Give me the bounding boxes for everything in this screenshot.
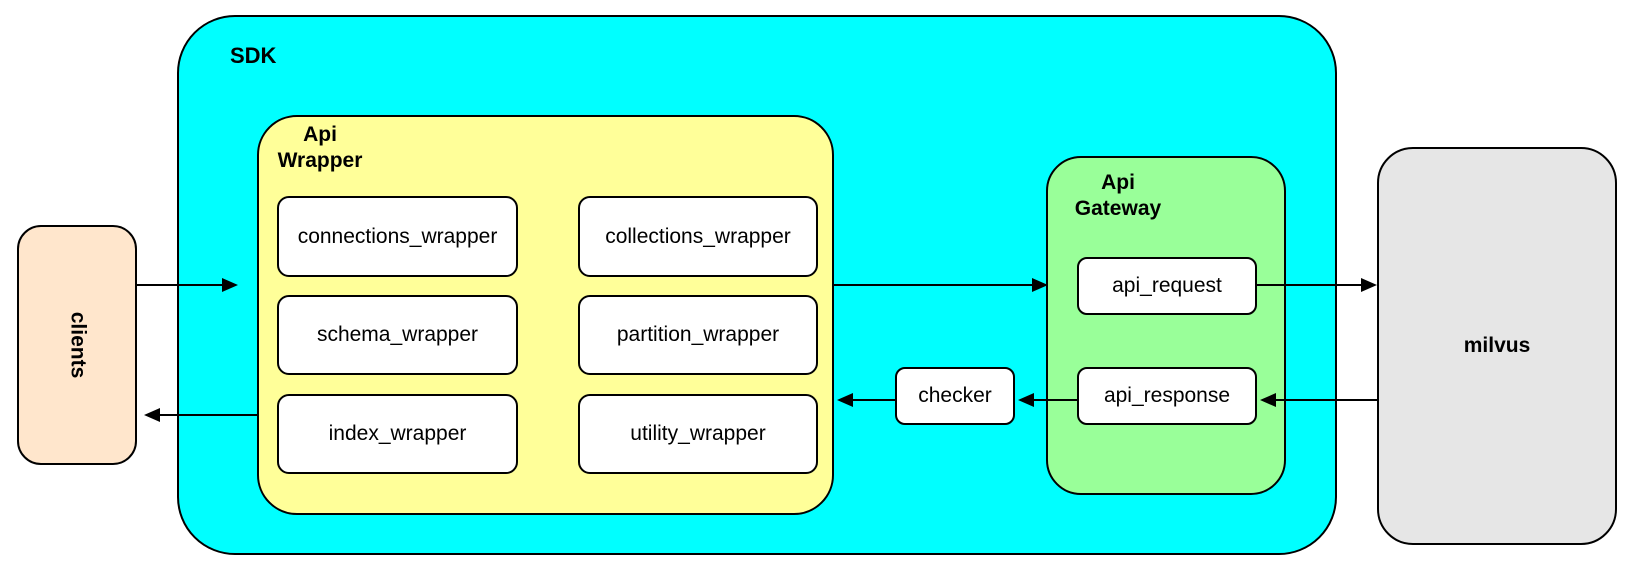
arrow-wrapper-to-gateway-line [834,284,1032,286]
api-wrapper-label-line1: Api [303,123,337,146]
arrow-milvus-to-response-line [1276,399,1377,401]
arrow-milvus-to-response-head-icon [1260,393,1276,407]
checker-node: checker [895,367,1015,425]
api-response-node: api_response [1077,367,1257,425]
milvus-label: milvus [1463,334,1531,357]
partition-wrapper-node: partition_wrapper [578,295,818,375]
arrow-wrapper-to-clients-head-icon [144,408,160,422]
api-gateway-label-line1: Api [1101,171,1135,194]
index-wrapper-node: index_wrapper [277,394,518,474]
api-request-node: api_request [1077,257,1257,315]
api-gateway-label-line2: Gateway [1074,197,1162,221]
api-wrapper-label-line2: Wrapper [277,149,363,173]
arrow-request-to-milvus-head-icon [1361,278,1377,292]
schema-wrapper-node: schema_wrapper [277,295,518,375]
arrow-request-to-milvus-line [1257,284,1363,286]
arrow-checker-to-wrapper-head-icon [837,393,853,407]
collections-wrapper-node: collections_wrapper [578,196,818,277]
arrow-clients-to-sdk-head-icon [222,278,238,292]
arrow-response-to-checker-head-icon [1018,393,1034,407]
arrow-wrapper-to-clients-line [160,414,257,416]
milvus-node: milvus [1377,147,1617,545]
sdk-label: SDK [230,43,277,68]
utility-wrapper-node: utility_wrapper [578,394,818,474]
api-wrapper-label: Api Wrapper [270,122,370,175]
api-gateway-label: Api Gateway [1070,170,1166,223]
arrow-clients-to-sdk-line [136,284,222,286]
arrow-wrapper-to-gateway-head-icon [1032,278,1048,292]
clients-node: clients [17,225,137,465]
api-gateway-container [1046,156,1286,495]
clients-label: clients [66,311,89,379]
connections-wrapper-node: connections_wrapper [277,196,518,277]
arrow-response-to-checker-line [1034,399,1077,401]
arrow-checker-to-wrapper-line [853,399,895,401]
